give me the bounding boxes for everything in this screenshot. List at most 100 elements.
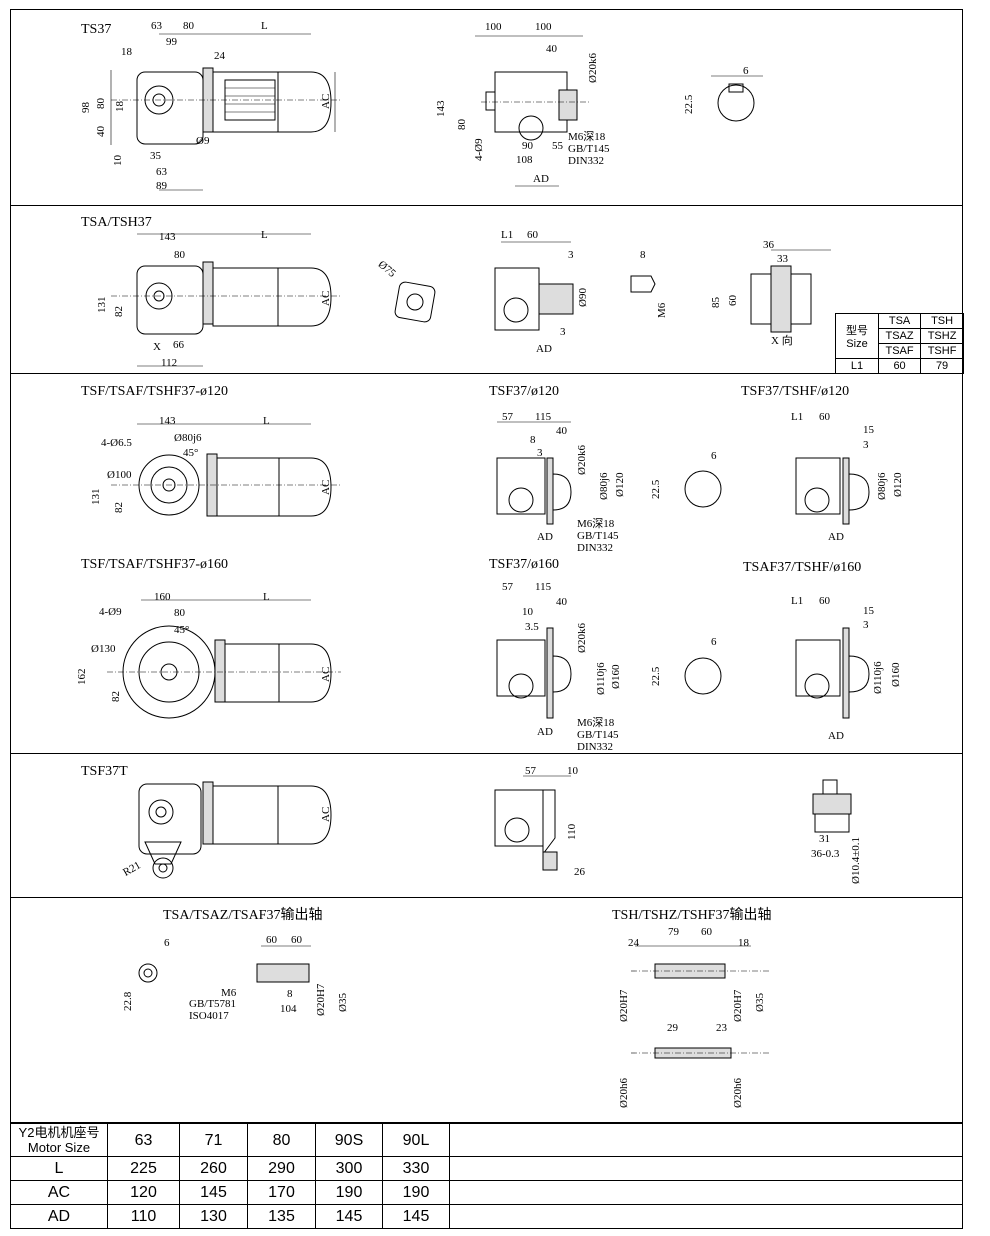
dimension-label: TSHZ (920, 328, 964, 344)
dimension-label: 131 (96, 296, 108, 314)
dimension-label: 3.5 (525, 621, 539, 633)
dimension-label: 24 (628, 937, 639, 949)
table-row: L 225 260 290 300 330 (11, 1156, 962, 1181)
dimension-label: 330 (382, 1157, 449, 1181)
dimension-label: 3 (537, 447, 543, 459)
dimension-label: 260 (179, 1157, 247, 1181)
dimension-label: 4-Ø6.5 (101, 437, 132, 449)
dimension-label: 80 (174, 607, 185, 619)
dimension-label: 143 (159, 415, 176, 427)
dimension-label: 160 (154, 591, 171, 603)
dimension-label: AD (47, 1208, 71, 1225)
dimension-label: TSH/TSHZ/TSHF37输出轴 (612, 908, 772, 923)
dimension-label: 145 (382, 1205, 449, 1229)
dimension-label: GB/T145 (577, 729, 619, 741)
dimension-label: 36 (763, 239, 774, 251)
dimension-label: AD (537, 726, 553, 738)
dimension-label: 55 (552, 140, 563, 152)
dimension-label: M6深18 (568, 131, 606, 143)
dimension-label: TSH (920, 313, 964, 329)
dimension-label: 66 (173, 339, 184, 351)
dimension-label: 35 (150, 150, 161, 162)
section-tsf37t: TSF37T AC R21 57 10 110 26 31 36-0.3 Ø10… (11, 754, 962, 898)
section-ts37: TS37 (11, 10, 962, 206)
dimension-label: 162 (76, 668, 88, 686)
dimension-label: 79 (920, 358, 964, 374)
dimension-label: 82 (113, 306, 125, 317)
dimension-label: 60 (701, 926, 712, 938)
dimension-label: Y2电机机座号 (18, 1125, 100, 1141)
dimension-label: AD (533, 173, 549, 185)
dimension-label: M6 (656, 302, 668, 318)
dimension-label: L1 (791, 595, 804, 607)
dimension-label: 90S (315, 1124, 382, 1157)
dimension-label: AD (828, 730, 844, 742)
dimension-label: Ø20k6 (576, 623, 588, 653)
dimension-label: 143 (435, 100, 447, 118)
dimension-label: Ø100 (107, 469, 132, 481)
dimension-label: Ø9 (196, 135, 210, 147)
dimension-label: 型号 (846, 325, 868, 337)
dimension-label: 104 (280, 1003, 297, 1015)
section-flange-120-160: TSF/TSAF/TSHF37-ø120 TSF37/ø120 TSF37/TS… (11, 374, 962, 754)
dimension-label: 63 (151, 20, 162, 32)
dimension-label: AC (320, 806, 332, 822)
dimension-label: L1 (791, 411, 804, 423)
dimension-label: Ø160 (890, 662, 902, 687)
dimension-label: 15 (863, 605, 874, 617)
dimension-label: 18 (121, 46, 132, 58)
drawing-sheet: TS37 (10, 9, 964, 1229)
dimension-label: 85 (710, 297, 722, 308)
dimension-label: 3 (863, 439, 869, 451)
dimension-label: 3 (863, 619, 869, 631)
dimension-label: 36-0.3 (811, 848, 840, 860)
dimension-label: Ø20H7 (732, 989, 744, 1022)
dimension-label: Ø120 (892, 472, 904, 497)
dimension-label: 6 (711, 450, 717, 462)
dimension-label: 89 (156, 180, 167, 192)
dimension-label: TSF/TSAF/TSHF37-ø160 (81, 557, 229, 572)
dimension-label: 31 (819, 833, 830, 845)
dimension-label: 79 (668, 926, 679, 938)
dimension-label: AD (828, 531, 844, 543)
tsa-tsh37-drawings (111, 233, 831, 367)
dimension-label: Ø20h6 (732, 1078, 744, 1108)
dimension-label: AC (320, 479, 332, 495)
dimension-label: TSF37/ø120 (489, 384, 560, 399)
dimension-label: 22.8 (122, 991, 134, 1011)
dimension-label: 6 (711, 636, 717, 648)
dimension-label: AC (320, 290, 332, 306)
dimension-label: TSA (877, 313, 922, 329)
dimension-label: AC (47, 1184, 71, 1201)
dimension-label: 24 (214, 50, 225, 62)
dimension-label: 40 (95, 126, 107, 137)
dimension-label: Ø110j6 (872, 661, 884, 694)
dimension-label: 40 (556, 596, 567, 608)
dimension-label: X (153, 341, 161, 353)
dimension-label: 6 (164, 937, 170, 949)
section-tsa-tsh37: TSA/TSH37 143 80 L 1 (11, 206, 964, 374)
dimension-label: TSHF (920, 343, 964, 359)
dimension-label: 23 (716, 1022, 727, 1034)
dimension-label: 108 (516, 154, 533, 166)
keyway-section (717, 84, 755, 122)
section-title: TSA/TSH37 (81, 215, 152, 230)
dimension-label: 22.5 (683, 94, 695, 114)
tsf37t-drawings (138, 775, 852, 879)
dimension-label: L (261, 20, 268, 32)
dimension-label: 130 (179, 1205, 247, 1229)
dimension-label: Ø20H7 (618, 989, 630, 1022)
dimension-label: 80 (174, 249, 185, 261)
dimension-label: 63 (156, 166, 167, 178)
dimension-label: AD (537, 531, 553, 543)
dimension-label: 115 (535, 411, 552, 423)
dimension-label: M6 (221, 987, 237, 999)
dimension-label: Ø80j6 (598, 472, 610, 501)
dimension-label: Ø110j6 (595, 662, 607, 695)
dimension-label: 22.5 (650, 479, 662, 499)
table-row: AC 120 145 170 190 190 (11, 1180, 962, 1205)
dimension-label: L (261, 229, 268, 241)
